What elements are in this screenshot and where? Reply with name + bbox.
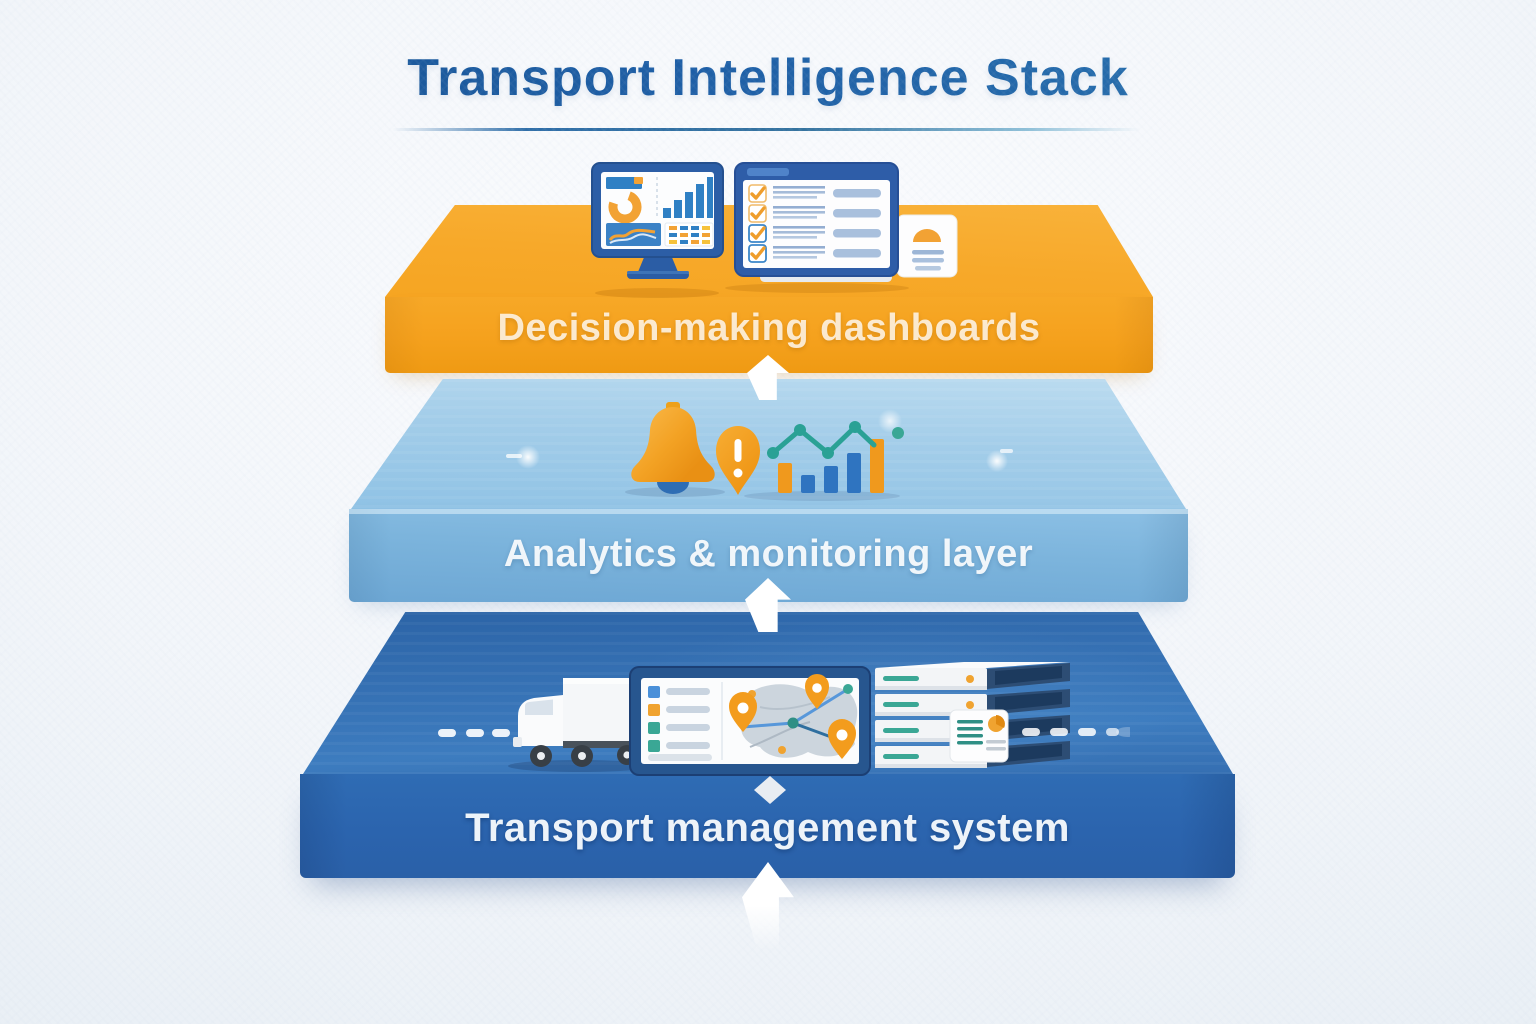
analytics-icon-group — [506, 402, 1013, 501]
bar-chart-icon — [778, 439, 884, 493]
tms-icon-group — [438, 662, 1130, 804]
page-title: Transport Intelligence Stack — [0, 48, 1536, 108]
checklist-screen-icon — [734, 162, 899, 282]
alert-bell-icon — [631, 402, 715, 494]
title-divider — [392, 128, 1140, 131]
tms-layer-label: Transport management system — [465, 806, 1070, 850]
dashboards-icon-group — [591, 162, 958, 298]
trend-line-chart-icon — [767, 421, 904, 459]
summary-card-icon — [896, 214, 958, 278]
route-dashes-icon — [438, 729, 510, 737]
map-pin-icon — [729, 674, 856, 759]
alert-pin-icon — [716, 426, 760, 495]
document-icon — [949, 709, 1009, 763]
route-map-screen-icon — [629, 666, 871, 776]
analytics-layer-top-face — [351, 379, 1186, 509]
route-dashes-icon — [1022, 727, 1130, 737]
diamond-marker-icon — [754, 776, 786, 804]
dashboard-monitor-icon — [591, 162, 724, 279]
analytics-layer-label: Analytics & monitoring layer — [503, 533, 1034, 575]
sparkle-icon — [506, 409, 1013, 472]
dashboards-layer-label: Decision-making dashboards — [497, 307, 1041, 349]
